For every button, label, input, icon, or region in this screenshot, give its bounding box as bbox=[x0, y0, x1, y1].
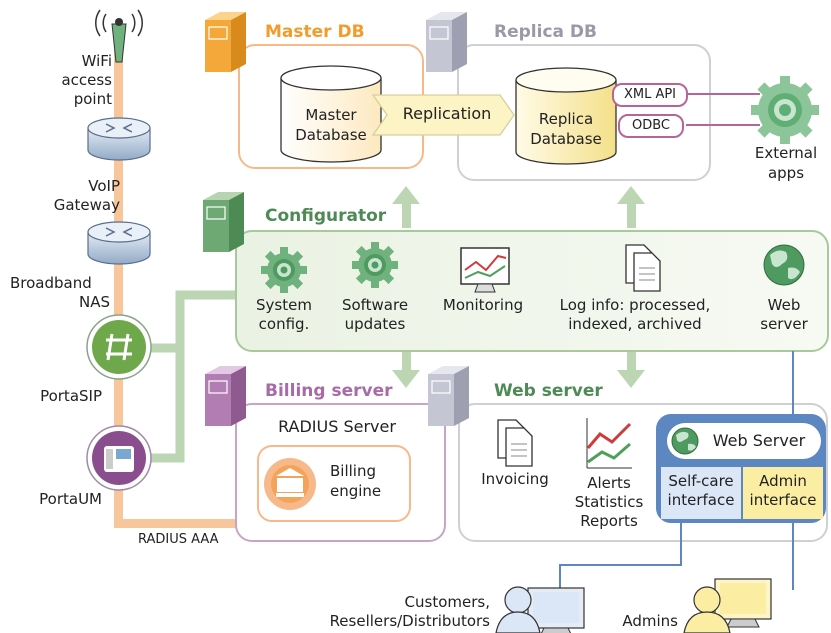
portaum-link bbox=[150, 348, 185, 463]
portasip-label: PortaSIP bbox=[40, 387, 102, 405]
portasip-icon bbox=[86, 314, 152, 380]
replica-database-label-line1: Replica bbox=[538, 110, 594, 128]
replica-database-cylinder bbox=[515, 67, 617, 165]
admins-user-icon bbox=[683, 578, 772, 633]
config-to-billing-arrow bbox=[392, 350, 420, 388]
system-config-label-line2: config. bbox=[258, 315, 310, 333]
system-config-label-line1: System bbox=[256, 296, 312, 314]
config-to-master-arrow bbox=[392, 186, 420, 228]
portaum-icon bbox=[86, 425, 152, 491]
voip-gateway-router-icon bbox=[87, 117, 151, 161]
voip-gateway-label-line1: VoIP bbox=[88, 177, 120, 195]
monitoring-screen-icon bbox=[460, 247, 510, 293]
web-server-icon bbox=[428, 366, 469, 426]
config-to-web-arrow bbox=[617, 350, 645, 388]
admins-label: Admins bbox=[622, 612, 678, 630]
master-database-label-line1: Master bbox=[305, 106, 357, 124]
wifi-label-line1: WiFi bbox=[81, 52, 112, 70]
log-info-label-line2: indexed, archived bbox=[568, 315, 702, 333]
replica-db-server-icon bbox=[426, 12, 467, 72]
web-server-globe-icon bbox=[763, 244, 805, 286]
statistics-label: Statistics bbox=[574, 493, 644, 511]
radius-aaa-line bbox=[114, 519, 284, 528]
alerts-label: Alerts bbox=[587, 474, 631, 492]
wifi-label-line3: point bbox=[73, 90, 112, 108]
voip-gateway-label-line2: Gateway bbox=[53, 196, 120, 214]
portasip-link bbox=[150, 290, 240, 353]
system-config-gear-icon bbox=[261, 247, 307, 293]
customers-user-icon bbox=[495, 586, 585, 633]
master-db-title: Master DB bbox=[265, 22, 365, 42]
monitoring-label: Monitoring bbox=[442, 296, 524, 314]
master-database-label-line2: Database bbox=[295, 126, 367, 144]
radius-server-label: RADIUS Server bbox=[278, 417, 396, 436]
admin-panel bbox=[743, 467, 823, 519]
wifi-label-line2: access bbox=[61, 71, 112, 89]
master-db-server-icon bbox=[205, 12, 246, 72]
billing-engine-label-line1: Billing bbox=[330, 462, 376, 480]
broadband-nas-label-line1: Broadband bbox=[10, 274, 92, 292]
portaum-label: PortaUM bbox=[39, 490, 102, 508]
wifi-antenna-icon bbox=[95, 9, 143, 63]
web-server-pill-label: Web Server bbox=[712, 431, 806, 450]
master-database-cylinder bbox=[280, 65, 382, 163]
external-apps-label-line1: External bbox=[754, 144, 818, 162]
web-server-pill bbox=[667, 423, 821, 459]
reports-label: Reports bbox=[580, 512, 638, 530]
replica-database-label-line2: Database bbox=[530, 130, 602, 148]
replica-db-title: Replica DB bbox=[494, 22, 597, 42]
billing-server-icon bbox=[205, 366, 246, 426]
broadband-nas-router-icon bbox=[87, 221, 151, 265]
replication-arrow bbox=[371, 94, 515, 136]
configurator-server-icon bbox=[203, 192, 244, 252]
software-updates-label-line2: updates bbox=[344, 315, 406, 333]
access-backbone-line bbox=[114, 50, 123, 528]
admin-interface-label-line2: interface bbox=[749, 491, 817, 509]
web-server-pill-globe-icon bbox=[671, 427, 699, 455]
customers-link bbox=[559, 522, 682, 600]
web-server-title: Web server bbox=[494, 381, 603, 401]
broadband-nas-label-line2: NAS bbox=[78, 293, 110, 311]
invoicing-label: Invoicing bbox=[481, 470, 549, 488]
alerts-chart-icon bbox=[586, 418, 632, 469]
self-care-panel bbox=[661, 467, 741, 519]
customers-label-line1: Customers, bbox=[404, 593, 490, 611]
external-apps-label-line2: apps bbox=[767, 164, 805, 182]
configurator-title: Configurator bbox=[265, 206, 387, 226]
log-documents-icon bbox=[625, 244, 661, 292]
billing-engine-icon bbox=[264, 458, 316, 510]
xml-api-label: XML API bbox=[612, 83, 688, 107]
self-care-label-line2: interface bbox=[667, 491, 735, 509]
software-updates-label-line1: Software bbox=[341, 296, 409, 314]
configurator-box bbox=[235, 230, 829, 352]
billing-engine-label-line2: engine bbox=[330, 482, 382, 500]
self-care-label-line1: Self-care bbox=[668, 472, 734, 490]
billing-server-title: Billing server bbox=[265, 381, 393, 401]
log-info-label-line1: Log info: processed, bbox=[559, 296, 711, 314]
web-server-config-label-line1: Web bbox=[767, 296, 801, 314]
external-apps-gear-icon bbox=[751, 76, 819, 144]
admin-interface-label-line1: Admin bbox=[759, 472, 807, 490]
replication-label: Replication bbox=[402, 104, 492, 123]
config-to-replica-arrow bbox=[617, 186, 645, 228]
customers-label-line2: Resellers/Distributors bbox=[329, 612, 490, 630]
odbc-label: ODBC bbox=[618, 114, 684, 138]
invoicing-documents-icon bbox=[497, 419, 533, 467]
software-updates-gear-icon bbox=[352, 242, 398, 288]
radius-aaa-label: RADIUS AAA bbox=[138, 532, 219, 547]
web-server-config-label-line2: server bbox=[760, 315, 808, 333]
